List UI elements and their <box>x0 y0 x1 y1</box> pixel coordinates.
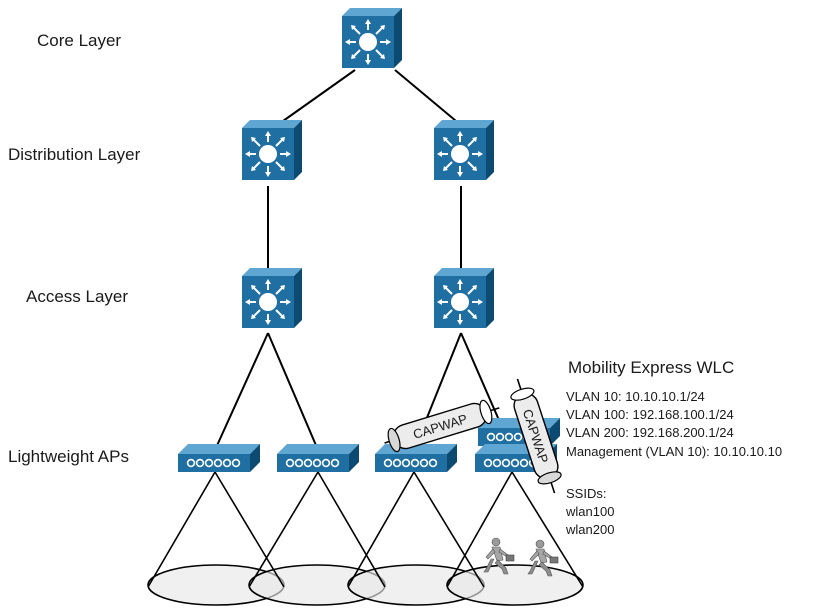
access-switch-left-icon[interactable] <box>241 267 303 329</box>
ssid-entry: wlan200 <box>565 522 614 537</box>
link-core-dist-right <box>394 69 463 127</box>
wlc-title: Mobility Express WLC <box>568 358 734 377</box>
access-point-icon[interactable] <box>177 443 261 473</box>
ssid-entry: wlan100 <box>565 504 614 519</box>
link-core-dist-left <box>275 69 356 127</box>
access-layer-label: Access Layer <box>26 287 128 306</box>
core-switch-icon[interactable] <box>341 7 403 69</box>
ssid-heading: SSIDs: <box>566 486 606 501</box>
lightweight-aps-label: Lightweight APs <box>8 447 129 466</box>
core-layer-label: Core Layer <box>37 31 121 50</box>
links <box>214 69 513 451</box>
distribution-layer-label: Distribution Layer <box>8 145 141 164</box>
coverage-areas <box>147 564 584 606</box>
link-access-ap1 <box>214 332 269 451</box>
access-point-icon[interactable] <box>276 443 360 473</box>
vlan-entry: VLAN 200: 192.168.200.1/24 <box>566 425 734 440</box>
distribution-switch-left-icon[interactable] <box>241 119 303 181</box>
vlan-entry: Management (VLAN 10): 10.10.10.10 <box>566 444 782 459</box>
vlan-entry: VLAN 100: 192.168.100.1/24 <box>566 407 734 422</box>
coverage-cell <box>446 564 584 606</box>
coverage-cones <box>147 471 584 588</box>
access-switch-right-icon[interactable] <box>433 267 495 329</box>
vlan-entry: VLAN 10: 10.10.10.1/24 <box>566 389 705 404</box>
link-access-ap2 <box>267 332 319 451</box>
access-point-icon[interactable] <box>374 443 458 473</box>
distribution-switch-right-icon[interactable] <box>433 119 495 181</box>
